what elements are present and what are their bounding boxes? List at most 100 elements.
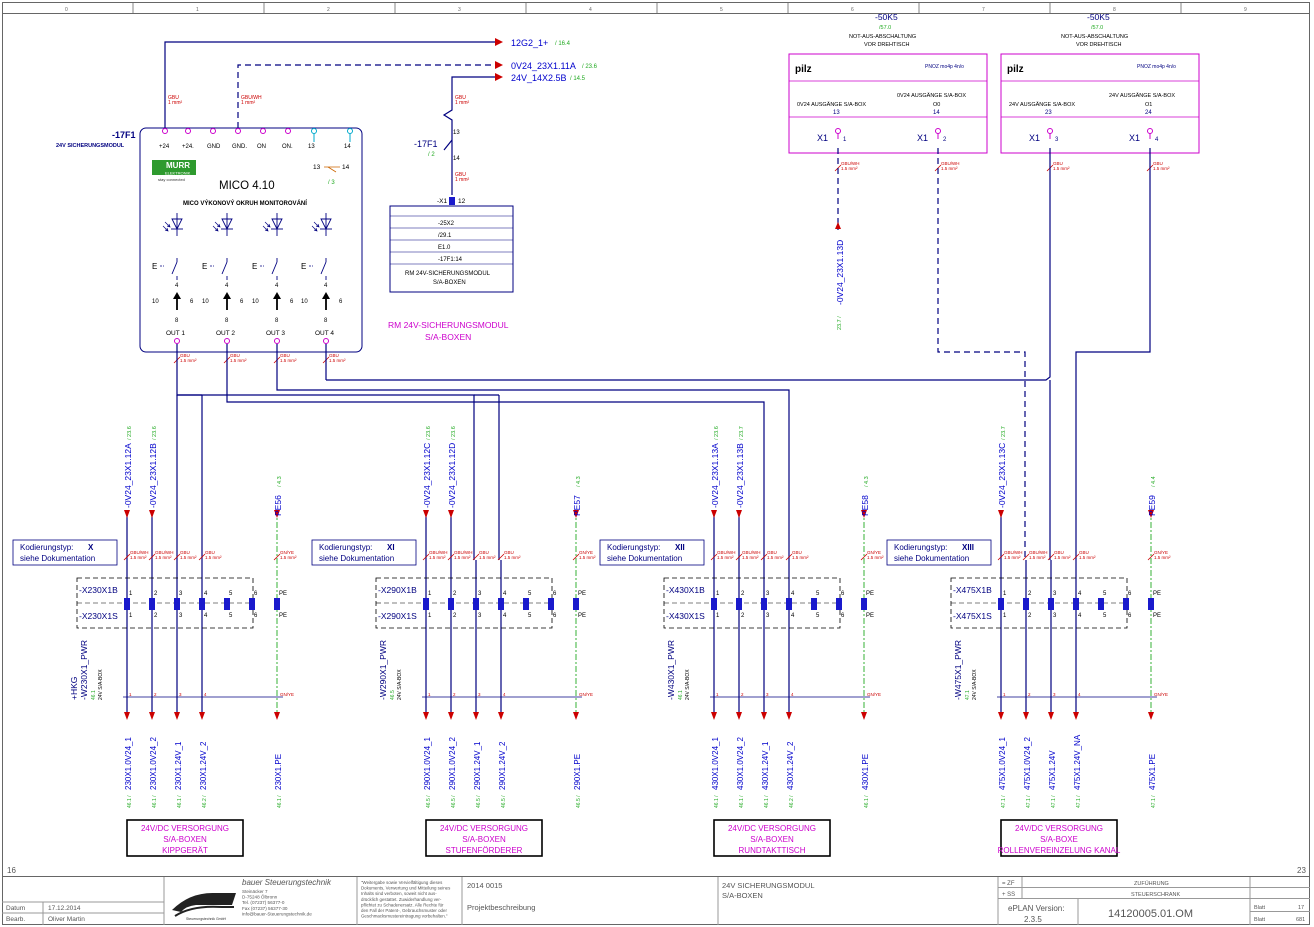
svg-text:Blatt: Blatt [1254, 905, 1265, 911]
mico-output-terminal-icon [323, 338, 329, 344]
signal-label: -0V24_23X1.13B [735, 443, 745, 508]
terminal-pin-label: 2 [1028, 591, 1032, 597]
mico-title: MICO 4.10 [219, 180, 275, 192]
next-page: 23 [1297, 866, 1306, 875]
wire-cross-section: 1.5 mm² [180, 358, 197, 363]
wire-color: GBU/WH [841, 161, 860, 166]
terminal-block-b: -X290X1B [378, 585, 417, 595]
terminal-pin-label: 4 [503, 613, 507, 619]
wire-out3 [276, 344, 790, 560]
pilz-x1-label: X1 [1129, 133, 1140, 143]
signal-label: -0V24_23X1.12B [148, 443, 158, 508]
terminal-pin-label: 6 [1128, 591, 1132, 597]
terminal-pin-label: PE [578, 613, 586, 619]
pilz-x1-label: X1 [817, 133, 828, 143]
wire-color: GBU [1053, 161, 1063, 166]
arrow-up [835, 222, 841, 229]
bottom-signal-label: 230X1.0V24_1 [124, 737, 133, 790]
wire-tick [785, 553, 793, 561]
pilz-tag: -50K5 [1087, 12, 1110, 22]
cable-core: 1 [716, 692, 719, 697]
svg-text:1 mm²: 1 mm² [455, 100, 470, 106]
cable-core-pe: GN/YE [579, 692, 593, 697]
pin-label: 6 [240, 299, 244, 305]
pe-signal-ref: / 4.3 [864, 476, 870, 487]
top-signals: 12G2_1+ / 16.4 0V24_23X1.11A / 23.6 24V_… [164, 38, 598, 195]
bottom-signal-ref: 46.1 / [177, 795, 183, 808]
terminal-pin-label: 1 [129, 613, 133, 619]
terminal-pin-label: PE [866, 613, 874, 619]
wire-tick [173, 553, 181, 561]
bottom-signal-label: 430X1.0V24_1 [711, 737, 720, 790]
wire-color: GBU/WH [941, 161, 960, 166]
supply-box-text: S/A-BOXEN [163, 835, 207, 844]
cable-ref: 46.1 [678, 690, 684, 700]
legal-line: Inhalts sind verboten, soweit nicht aus- [361, 891, 437, 896]
channel-e-label: E [301, 262, 306, 271]
pe-signal-ref: / 4.4 [1151, 476, 1157, 487]
channel-e-label: E [252, 262, 257, 271]
terminal-block-b: -X230X1B [79, 585, 118, 595]
terminal-pin-label: 5 [528, 613, 532, 619]
svg-text:ZUFÜHRUNG: ZUFÜHRUNG [1134, 880, 1169, 887]
legal-line: den Fall der Patent-, Gebrauchsmuster od… [361, 908, 447, 913]
svg-text:/ 2: / 2 [428, 152, 435, 158]
bottom-signal-ref: 46.5 / [426, 795, 432, 808]
signal-arrow-icon [1073, 712, 1079, 720]
signal-arrow-icon [199, 712, 205, 720]
wire-cross-section: 1.5 mm² [841, 166, 858, 171]
terminal-pin-icon [998, 598, 1004, 610]
svg-text:GBU: GBU [455, 172, 466, 178]
wire-cross-section: 1.5 mm² [1153, 166, 1170, 171]
bottom-signal-ref: 46.1 / [277, 795, 283, 808]
signal-arrow-icon [998, 712, 1004, 720]
bottom-signal-ref: 46.1 / [739, 795, 745, 808]
wire-color: GBU/WH [130, 550, 149, 555]
svg-text:ePLAN Version:: ePLAN Version: [1008, 904, 1064, 913]
wire-cross-section: 1.5 mm² [454, 555, 471, 560]
wire-tick [472, 553, 480, 561]
terminal-pin-label: 1 [716, 613, 720, 619]
signal-arrow-icon [861, 712, 867, 720]
mico-terminal-label: 14 [344, 144, 351, 150]
terminal-pin-label: 6 [841, 591, 845, 597]
cable-core: 4 [503, 692, 506, 697]
terminal-pin-label: 2 [453, 613, 457, 619]
wire-cross-section: 1.5 mm² [1029, 555, 1046, 560]
svg-text:1 mm²: 1 mm² [241, 100, 256, 106]
bottom-signal-ref: 46.2 / [789, 795, 795, 808]
pin-label: 4 [175, 283, 179, 289]
bottom-signal-ref: 46.1 / [714, 795, 720, 808]
cable-ref: 46.5 [390, 690, 396, 700]
terminal-pin-label: 5 [816, 591, 820, 597]
pilz-pin: 14 [933, 110, 940, 116]
wire-tick [198, 553, 206, 561]
kodierung-type: XII [675, 543, 685, 552]
column-number: 8 [1113, 7, 1116, 13]
mico-tag: -17F1 [112, 130, 136, 140]
wire-cross-section: 1.5 mm² [767, 555, 784, 560]
wire-color: GBU [230, 353, 240, 358]
terminal-pin-icon [1098, 598, 1104, 610]
rm-title: RM 24V-SICHERUNGSMODUL [388, 320, 509, 330]
bottom-signal-ref: 46.5 / [501, 795, 507, 808]
signal-ref: / 23.6 [714, 426, 720, 440]
kodierung-doc: siehe Dokumentation [894, 554, 969, 563]
pin-label: 4 [275, 283, 279, 289]
terminal-pin-label: 5 [528, 591, 532, 597]
signal-ref: / 23.7 [1001, 426, 1007, 440]
wire-cross-section: 1.5 mm² [479, 555, 496, 560]
legal-line: "Weitergabe sowie Vervielfältigung diese… [361, 880, 443, 885]
mico-terminal-label: GND [207, 144, 221, 150]
terminal-pin-label: 5 [229, 613, 233, 619]
mico-output-terminal-icon [274, 338, 280, 344]
svg-text:Blatt: Blatt [1254, 917, 1265, 923]
terminal-pin-icon [573, 598, 579, 610]
supply-box [1000, 819, 1118, 857]
column-number: 7 [982, 7, 985, 13]
terminal-pin-label: 3 [478, 591, 482, 597]
wire-24v-pilz-a [326, 148, 1051, 381]
svg-text:Bearb.: Bearb. [6, 916, 25, 923]
column-number: 5 [720, 7, 723, 13]
